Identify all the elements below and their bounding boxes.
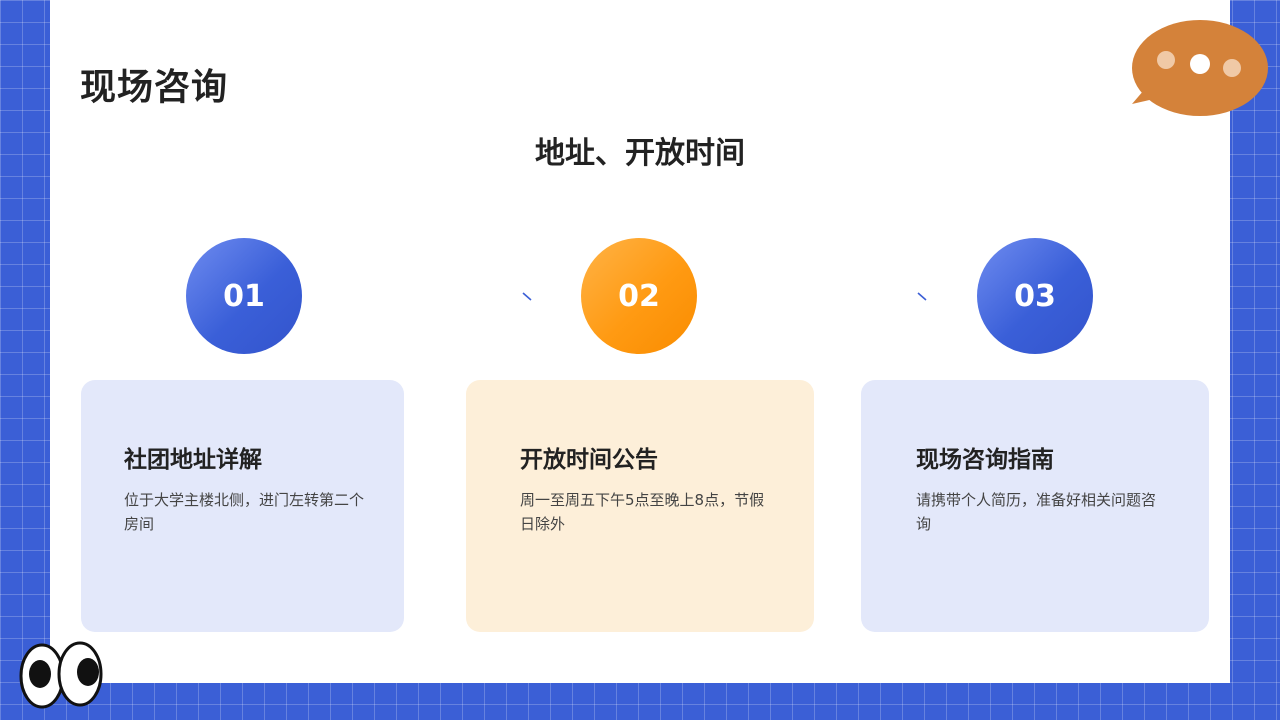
eyes-icon bbox=[18, 640, 108, 712]
arrow-right-icon bbox=[355, 288, 535, 304]
step-3-text: 请携带个人简历，准备好相关问题咨询 bbox=[916, 488, 1166, 536]
chat-bubble-icon bbox=[1128, 18, 1270, 118]
step-2-title: 开放时间公告 bbox=[520, 440, 658, 474]
step-3-card: 现场咨询指南 请携带个人简历，准备好相关问题咨询 bbox=[861, 380, 1209, 632]
step-3-title: 现场咨询指南 bbox=[916, 440, 1054, 474]
step-1-title: 社团地址详解 bbox=[124, 440, 262, 474]
step-1-badge: 01 bbox=[186, 238, 302, 354]
step-2-card: 开放时间公告 周一至周五下午5点至晚上8点，节假日除外 bbox=[466, 380, 814, 632]
page-title: 现场咨询 bbox=[80, 58, 228, 110]
step-1-text: 位于大学主楼北侧，进门左转第二个房间 bbox=[124, 488, 374, 536]
step-3-badge: 03 bbox=[977, 238, 1093, 354]
step-2-badge: 02 bbox=[581, 238, 697, 354]
section-subtitle: 地址、开放时间 bbox=[0, 128, 1280, 172]
step-2-text: 周一至周五下午5点至晚上8点，节假日除外 bbox=[520, 488, 770, 536]
arrow-right-icon bbox=[750, 288, 930, 304]
step-1-card: 社团地址详解 位于大学主楼北侧，进门左转第二个房间 bbox=[81, 380, 404, 632]
